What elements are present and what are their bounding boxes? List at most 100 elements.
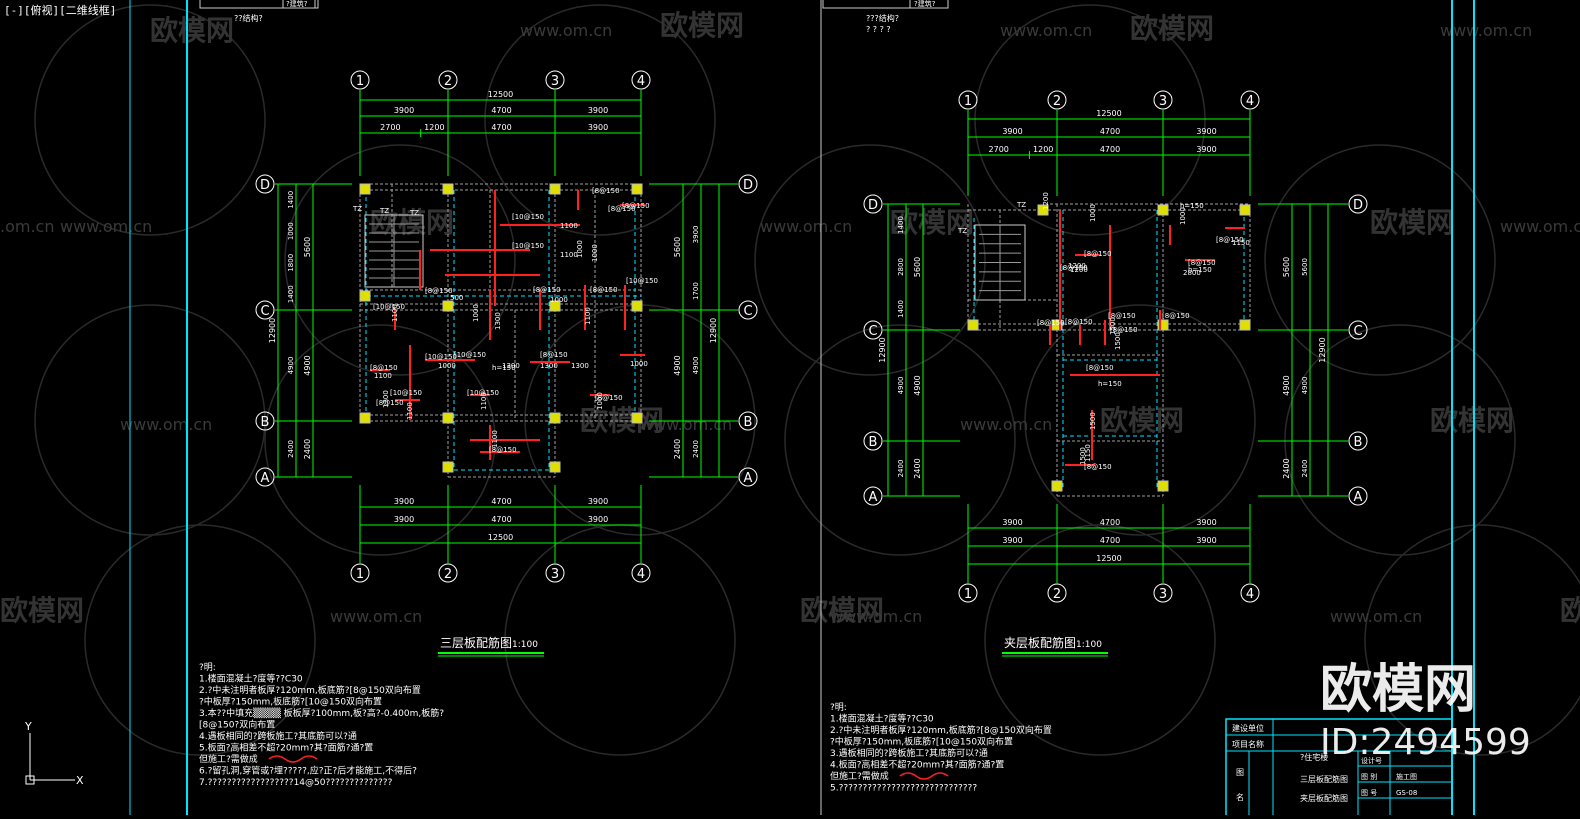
left-dim-text: 4900 <box>303 355 312 375</box>
right-dim-text: 3900 <box>1196 518 1216 527</box>
right-axis-bubble <box>1348 194 1368 214</box>
watermark-arc <box>1284 324 1516 556</box>
right-column <box>967 319 979 331</box>
left-rebar-label: h=150 <box>492 364 516 372</box>
left-rebar-label: 1100 <box>374 372 392 380</box>
right-rebar-label: [8@150 <box>1110 326 1138 334</box>
right-dim-text: 12900 <box>1318 337 1327 362</box>
right-axis-bubble <box>863 431 883 451</box>
title-block-outline <box>1225 718 1453 819</box>
left-rebar-label: [8@150 <box>370 364 398 372</box>
right-axis-label: 3 <box>1159 94 1167 109</box>
right-axis-bubble <box>1240 90 1260 110</box>
right-dim-text: 2800 <box>897 258 905 276</box>
header-text: ???结构? <box>866 13 899 23</box>
left-note-line: ?明: <box>199 662 216 673</box>
left-rebar-label: 1300 <box>571 362 589 370</box>
left-axis-bubble <box>438 70 458 90</box>
left-note-line: ?中板厚?150mm,板底筋?[10@150双向布置 <box>199 696 382 708</box>
right-axis-label: 1 <box>964 587 972 602</box>
right-column <box>1157 480 1169 492</box>
left-axis-label: 1 <box>356 567 364 582</box>
right-axis-label: 2 <box>1053 587 1061 602</box>
left-rebar-label: 1000 <box>550 296 568 304</box>
watermark-url: www.om.cn <box>640 415 732 434</box>
right-rebar-label: [8@150 <box>1084 463 1112 471</box>
left-rebar-label: 1300 <box>382 390 390 408</box>
watermark-url: www.om.cn <box>60 217 152 236</box>
left-axis-bubble <box>738 467 758 487</box>
right-dim-text: 3900 <box>1196 127 1216 136</box>
left-rebar-label: [10@150 <box>626 277 658 285</box>
watermark-arc <box>484 4 716 236</box>
left-note-line: 7.??????????????????14@50?????????????? <box>199 778 393 788</box>
right-rebar-label: h=150 <box>1180 202 1204 210</box>
left-dim-text: 4900 <box>673 355 682 375</box>
left-axis-bubble <box>738 174 758 194</box>
left-dim-text: 3900 <box>588 515 608 524</box>
left-plan-title: 三层板配筋图 <box>440 635 512 650</box>
right-axis-label: A <box>869 490 878 505</box>
left-rebar-label: [8@150 <box>590 286 618 294</box>
watermark-logo: 欧模网 <box>0 594 84 627</box>
title-block-field-value: GS-08 <box>1396 789 1417 797</box>
right-column <box>1239 319 1251 331</box>
right-axis-bubble <box>958 583 978 603</box>
left-dim-text: 12500 <box>488 90 513 99</box>
watermark-logo: 欧模网 <box>1370 206 1454 239</box>
watermark-arc <box>1024 304 1256 536</box>
left-rebar-label: 1000 <box>596 392 604 410</box>
watermark-url: www.om.cn <box>330 607 422 626</box>
left-note-line: 6.?留孔洞,穿管或?埋?????,应?正?后才能施工,不得后? <box>199 765 417 777</box>
right-dim-text: 12500 <box>1096 109 1121 118</box>
right-dim-text: 4900 <box>1282 375 1291 395</box>
left-axis-bubble <box>255 174 275 194</box>
watermark-arc <box>984 524 1216 756</box>
right-dim-text: 4700 <box>1100 145 1120 154</box>
viewport-view-label[interactable]: [-][俯视][二维线框] <box>4 4 117 17</box>
right-rebar-label: [8@150 <box>1037 319 1065 327</box>
left-axis-label: D <box>743 178 753 193</box>
left-rebar-label: [10@150 <box>512 242 544 250</box>
right-dim-text: 4700 <box>1100 518 1120 527</box>
left-dim-text: 3900 <box>692 225 700 243</box>
right-dim-text: 4900 <box>1301 377 1309 395</box>
left-rebar-label: [8@150 <box>376 399 404 407</box>
left-note-line: 5.板面?高相差不超?20mm?其?面筋?通?置 <box>199 742 373 754</box>
watermark-logo: 欧模网 <box>150 14 234 47</box>
left-axis-bubble <box>631 563 651 583</box>
right-rebar-label: 1200 <box>1070 266 1088 274</box>
title-block-field-label: 设计号 <box>1361 756 1382 765</box>
right-dim-text: 5600 <box>1301 258 1309 276</box>
watermark-url: www.om.cn <box>520 21 612 40</box>
right-column <box>1239 204 1251 216</box>
title-block-field-label: 图 别 <box>1361 772 1377 781</box>
title-block-label: 名 <box>1236 792 1244 802</box>
left-column <box>631 183 643 195</box>
left-column <box>549 300 561 312</box>
left-axis-label: 3 <box>551 74 559 89</box>
left-dim-text: 3900 <box>588 497 608 506</box>
right-note-line: 4.板面?高相差不超?20mm?其?面筋?通?置 <box>830 759 1004 771</box>
right-dim-text: 3900 <box>1002 518 1022 527</box>
right-rebar-label: [8@150 <box>1188 259 1216 267</box>
right-rebar-label: 1500 <box>1114 332 1122 350</box>
left-axis-label: C <box>260 304 269 319</box>
left-column <box>359 290 371 302</box>
left-plan-scale: 1:100 <box>512 640 538 650</box>
right-axis-bubble <box>1047 583 1067 603</box>
left-dim-text: 4700 <box>491 497 511 506</box>
right-rebar-label: h=150 <box>1188 266 1212 274</box>
right-axis-label: A <box>1354 490 1363 505</box>
right-column <box>1157 319 1169 331</box>
right-axis-label: 1 <box>964 94 972 109</box>
left-rebar-label: 1300 <box>502 362 520 370</box>
left-column <box>549 183 561 195</box>
right-rebar-label: 1000 <box>1089 204 1097 222</box>
left-axis-bubble <box>255 300 275 320</box>
watermark-logo: 欧模网 <box>1130 12 1214 45</box>
right-dim-text: 3900 <box>1002 536 1022 545</box>
